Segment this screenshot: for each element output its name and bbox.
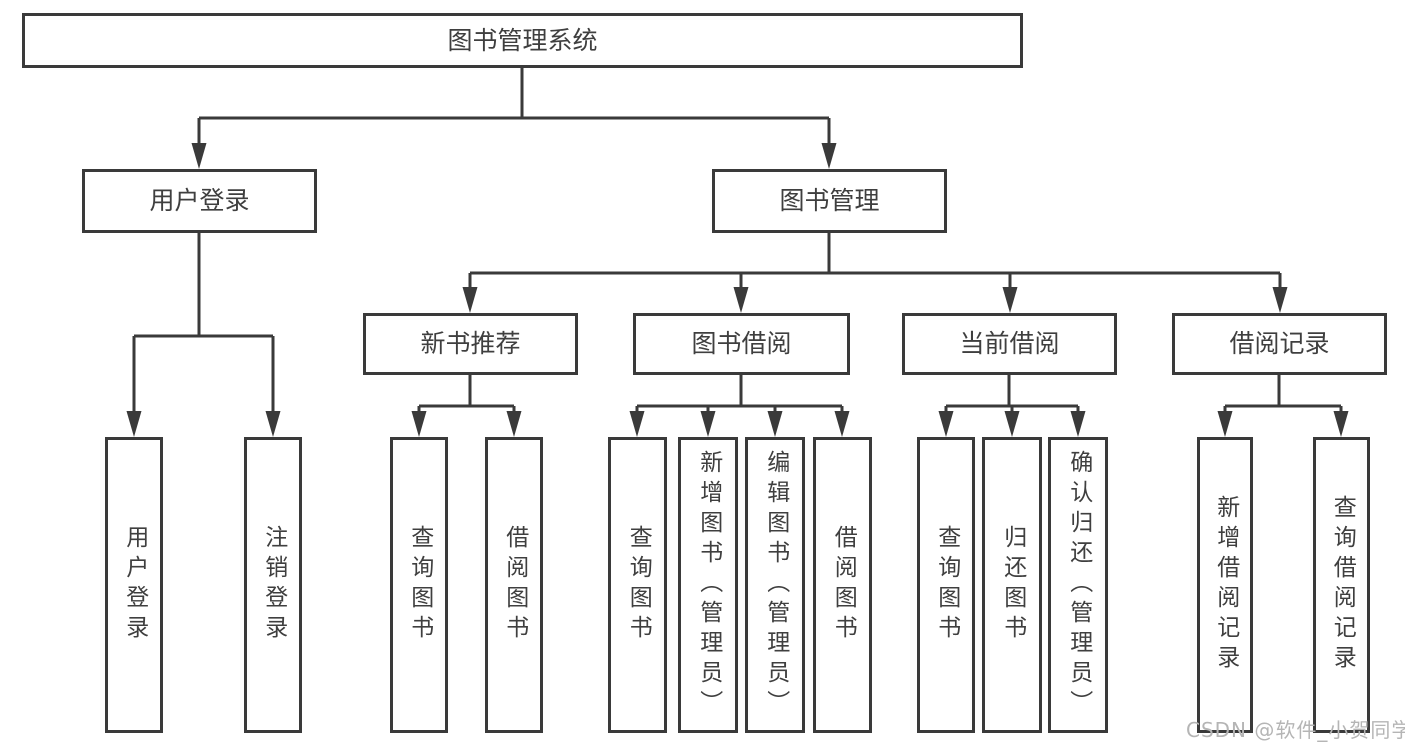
arrow-down-icon <box>1002 287 1018 313</box>
leaf-add-borrow-record: 新增借阅记录 <box>1197 437 1253 733</box>
leaf-query-books-3: 查询图书 <box>917 437 975 733</box>
arrow-down-icon <box>1070 411 1086 437</box>
arrow-down-icon <box>265 411 281 437</box>
arrow-down-icon <box>1333 411 1349 437</box>
connector-lines <box>132 68 1343 413</box>
leaf-add-book-admin: 新增图书（管理员） <box>678 437 738 733</box>
arrow-down-icon <box>938 411 954 437</box>
arrow-down-icon <box>1004 411 1020 437</box>
leaf-query-books-2: 查询图书 <box>608 437 667 733</box>
arrow-down-icon <box>767 411 783 437</box>
leaf-confirm-return-admin: 确认归还（管理员） <box>1048 437 1108 733</box>
arrow-down-icon <box>733 287 749 313</box>
leaf-query-borrow-record: 查询借阅记录 <box>1313 437 1370 733</box>
arrow-down-icon <box>834 411 850 437</box>
connector-new-book-children <box>417 375 516 413</box>
leaf-user-login: 用户登录 <box>105 437 163 733</box>
arrowheads <box>126 143 1349 437</box>
arrow-down-icon <box>700 411 716 437</box>
node-borrowing-records: 借阅记录 <box>1172 313 1387 375</box>
arrow-down-icon <box>1217 411 1233 437</box>
arrow-down-icon <box>821 143 837 169</box>
leaf-return-books: 归还图书 <box>982 437 1042 733</box>
leaf-borrow-books-1: 借阅图书 <box>485 437 543 733</box>
node-user-login: 用户登录 <box>82 169 317 233</box>
connector-book-borrowing-children <box>635 375 844 413</box>
arrow-down-icon <box>1272 287 1288 313</box>
arrow-down-icon <box>126 411 142 437</box>
arrow-down-icon <box>462 287 478 313</box>
node-book-borrowing: 图书借阅 <box>633 313 850 375</box>
arrow-down-icon <box>191 143 207 169</box>
arrow-down-icon <box>411 411 427 437</box>
leaf-edit-book-admin: 编辑图书（管理员） <box>745 437 805 733</box>
connector-current-borrowing-children <box>944 375 1080 413</box>
leaf-logout: 注销登录 <box>244 437 302 733</box>
leaf-borrow-books-2: 借阅图书 <box>813 437 872 733</box>
connector-root-to-level2 <box>197 68 831 145</box>
node-current-borrowing: 当前借阅 <box>902 313 1117 375</box>
node-library-management-system: 图书管理系统 <box>22 13 1023 68</box>
connector-borrowing-records-children <box>1223 375 1343 413</box>
leaf-query-books-1: 查询图书 <box>390 437 448 733</box>
node-new-book-recommendation: 新书推荐 <box>363 313 578 375</box>
arrow-down-icon <box>506 411 522 437</box>
arrow-down-icon <box>629 411 645 437</box>
connector-user-login-children <box>132 233 275 413</box>
connector-book-management-children <box>468 233 1282 289</box>
node-book-management: 图书管理 <box>712 169 947 233</box>
watermark: CSDN @软件_小贺同学 <box>1186 718 1405 742</box>
